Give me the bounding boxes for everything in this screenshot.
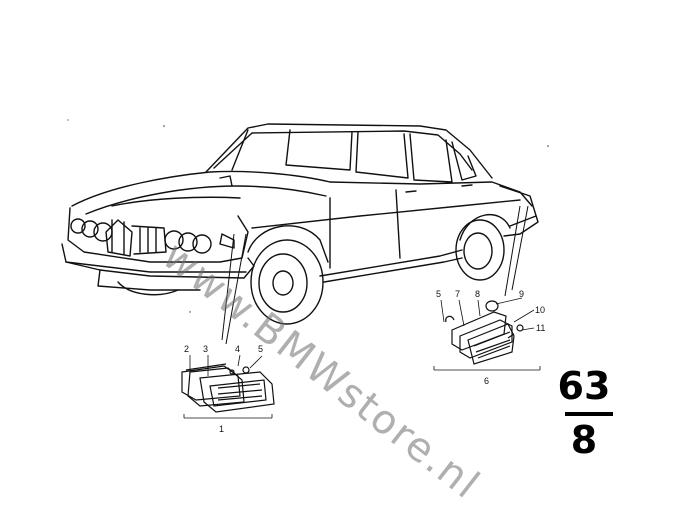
scan-specks: [67, 119, 549, 313]
group-number-sub: 8: [570, 418, 598, 462]
callout-2: 2: [184, 344, 189, 354]
callout-1: 1: [219, 424, 224, 434]
callout-5b: 5: [436, 289, 441, 299]
callout-labels: 1 2 3 4 5 5 6 7 8 9 10 11: [184, 289, 545, 434]
callout-11: 11: [536, 323, 545, 333]
callout-4: 4: [235, 344, 240, 354]
callout-6: 6: [484, 376, 489, 386]
left-callout-leaders: [183, 354, 273, 419]
part-group-rear-marker: [445, 300, 524, 365]
group-number-divider: [565, 412, 613, 416]
part-group-front-marker: [181, 363, 275, 413]
leader-lines: [221, 205, 529, 345]
callout-7: 7: [455, 289, 460, 299]
parts-diagram: 1 2 3 4 5 5 6 7 8 9 10 11: [61, 119, 549, 434]
callout-8: 8: [475, 289, 480, 299]
right-callout-leaders: [433, 297, 541, 371]
callout-9: 9: [519, 289, 524, 299]
group-number-main: 63: [557, 364, 611, 408]
callout-10: 10: [535, 305, 545, 315]
callout-5a: 5: [258, 344, 263, 354]
car-illustration: [61, 123, 539, 325]
callout-3: 3: [203, 344, 208, 354]
